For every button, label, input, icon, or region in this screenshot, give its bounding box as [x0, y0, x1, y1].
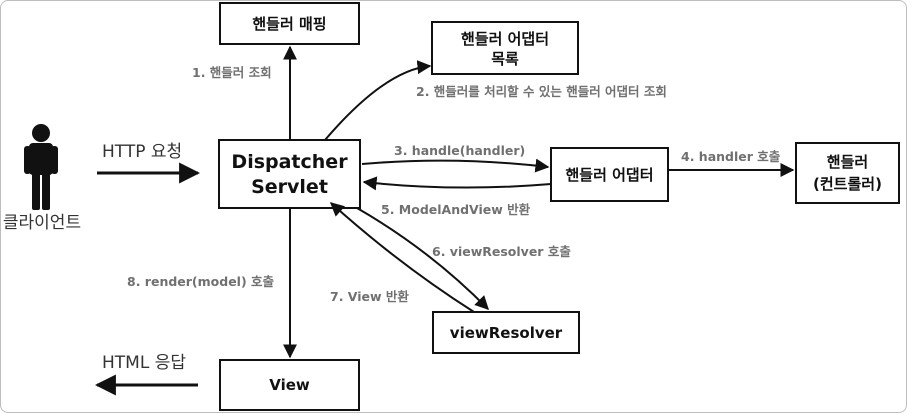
adapter-list-label-line2: 목록 [491, 50, 519, 68]
arrow-step2 [324, 60, 432, 141]
handler-controller-box: 핸들러 (컨트롤러) [795, 142, 900, 204]
handler-adapter-list-box: 핸들러 어댑터 목록 [431, 21, 579, 75]
adapter-list-label-line1: 핸들러 어댑터 [461, 30, 549, 48]
handler-mapping-label: 핸들러 매핑 [252, 15, 326, 33]
handler-mapping-box: 핸들러 매핑 [219, 2, 360, 45]
step1-label: 1. 핸들러 조회 [192, 65, 272, 80]
step6-label: 6. viewResolver 호출 [432, 244, 571, 259]
arrow-step6 [356, 207, 489, 310]
step3-label: 3. handle(handler) [394, 143, 525, 158]
step4-label: 4. handler 호출 [681, 149, 781, 164]
step2-label: 2. 핸들러를 처리할 수 있는 핸들러 어댑터 조회 [416, 84, 667, 99]
arrow-step3 [361, 158, 550, 173]
arrow-step5 [362, 176, 552, 191]
handler-label-line1: 핸들러 [827, 153, 868, 171]
dispatcher-label-line2: Servlet [251, 176, 328, 198]
dispatcher-servlet-box: Dispatcher Servlet [218, 139, 361, 209]
view-resolver-box: viewResolver [432, 311, 580, 354]
view-label: View [269, 376, 310, 394]
view-resolver-label: viewResolver [450, 324, 563, 342]
client-person-icon [24, 124, 58, 210]
handler-adapter-label: 핸들러 어댑터 [565, 166, 653, 184]
step8-label: 8. render(model) 호출 [127, 274, 275, 289]
view-box: View [219, 359, 360, 411]
step5-label: 5. ModelAndView 반환 [381, 202, 531, 217]
handler-adapter-box: 핸들러 어댑터 [550, 147, 669, 202]
client-label: 클라이언트 [3, 213, 81, 233]
handler-label-line2: (컨트롤러) [813, 175, 882, 193]
http-request-label: HTTP 요청 [102, 142, 182, 162]
dispatcher-label-line1: Dispatcher [231, 151, 348, 173]
html-response-label: HTML 응답 [102, 353, 186, 373]
step7-label: 7. View 반환 [330, 289, 409, 304]
arrow-step7 [329, 202, 475, 313]
